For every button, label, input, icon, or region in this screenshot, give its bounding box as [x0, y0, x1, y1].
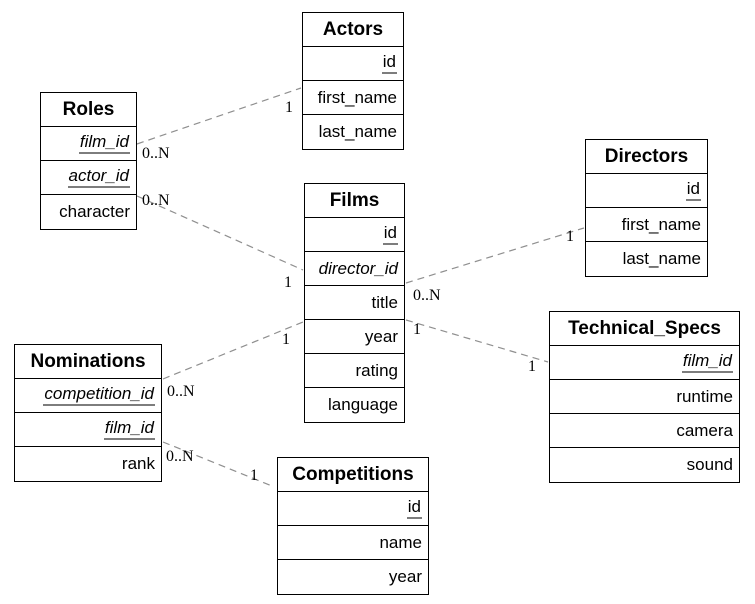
field-row-competitions-name: name	[278, 526, 428, 560]
cardinality-label: 1	[284, 274, 292, 291]
entity-table-competitions: Competitions id name year	[277, 457, 429, 595]
field-label: id	[406, 498, 422, 519]
cardinality-label: 0..N	[142, 145, 170, 162]
field-row-technical_specs-runtime: runtime	[550, 380, 739, 414]
relation-line-films-directors	[405, 227, 585, 284]
field-row-technical_specs-sound: sound	[550, 448, 739, 482]
field-label: sound	[686, 455, 733, 474]
field-label: camera	[676, 420, 733, 440]
cardinality-label: 1	[282, 331, 290, 348]
field-label: rating	[355, 360, 398, 380]
field-row-actors-id: id	[303, 47, 403, 81]
field-row-directors-first_name: first_name	[586, 208, 707, 242]
table-title-actors: Actors	[303, 13, 403, 47]
field-row-films-title: title	[305, 286, 404, 320]
table-title-directors: Directors	[586, 140, 707, 174]
field-row-competitions-year: year	[278, 560, 428, 594]
field-row-actors-first_name: first_name	[303, 81, 403, 115]
field-label: actor_id	[67, 167, 130, 188]
cardinality-label: 0..N	[166, 448, 194, 465]
field-label: id	[381, 53, 397, 74]
field-row-films-language: language	[305, 388, 404, 422]
relation-line-nominations-competitions	[162, 441, 273, 487]
field-row-roles-character: character	[41, 195, 136, 229]
table-title-films: Films	[305, 184, 404, 218]
field-row-films-year: year	[305, 320, 404, 354]
field-row-actors-last_name: last_name	[303, 115, 403, 149]
cardinality-label: 1	[285, 99, 293, 116]
field-label: film_id	[681, 352, 733, 373]
relation-line-films-technical_specs	[405, 319, 549, 363]
field-label: film_id	[78, 133, 130, 154]
relation-line-roles-actors	[136, 87, 302, 145]
field-label: runtime	[676, 386, 733, 406]
field-row-technical_specs-camera: camera	[550, 414, 739, 448]
cardinality-label: 1	[528, 358, 536, 375]
table-title-roles: Roles	[41, 93, 136, 127]
field-row-roles-actor_id: actor_id	[41, 161, 136, 195]
relation-line-nominations-films	[162, 321, 304, 380]
table-title-competitions: Competitions	[278, 458, 428, 492]
field-row-directors-id: id	[586, 174, 707, 208]
field-row-films-id: id	[305, 218, 404, 252]
field-label: name	[379, 532, 422, 552]
entity-table-actors: Actors id first_name last_name	[302, 12, 404, 150]
field-row-roles-film_id: film_id	[41, 127, 136, 161]
field-label: year	[388, 567, 422, 586]
field-label: competition_id	[43, 385, 155, 406]
table-title-technical_specs: Technical_Specs	[550, 312, 739, 346]
field-label: year	[364, 326, 398, 346]
field-label: id	[685, 180, 701, 201]
field-label: rank	[121, 454, 155, 473]
entity-table-roles: Roles film_id actor_id character	[40, 92, 137, 230]
field-label: director_id	[318, 258, 398, 278]
cardinality-label: 1	[566, 228, 574, 245]
cardinality-label: 1	[413, 321, 421, 338]
field-row-films-rating: rating	[305, 354, 404, 388]
field-row-competitions-id: id	[278, 492, 428, 526]
cardinality-label: 1	[250, 467, 258, 484]
table-title-nominations: Nominations	[15, 345, 161, 379]
field-row-nominations-competition_id: competition_id	[15, 379, 161, 413]
field-row-nominations-film_id: film_id	[15, 413, 161, 447]
field-label: film_id	[103, 419, 155, 440]
field-label: last_name	[318, 122, 397, 141]
field-label: title	[371, 292, 398, 312]
field-label: last_name	[622, 249, 701, 268]
cardinality-label: 0..N	[167, 383, 195, 400]
field-label: character	[59, 202, 130, 221]
field-row-nominations-rank: rank	[15, 447, 161, 481]
field-label: language	[328, 395, 398, 414]
relation-line-roles-films	[136, 195, 304, 271]
field-label: first_name	[317, 87, 397, 107]
cardinality-label: 0..N	[413, 287, 441, 304]
field-row-films-director_id: director_id	[305, 252, 404, 286]
cardinality-label: 0..N	[142, 192, 170, 209]
field-label: first_name	[621, 214, 701, 234]
entity-table-directors: Directors id first_name last_name	[585, 139, 708, 277]
field-label: id	[382, 224, 398, 245]
field-row-technical_specs-film_id: film_id	[550, 346, 739, 380]
field-row-directors-last_name: last_name	[586, 242, 707, 276]
